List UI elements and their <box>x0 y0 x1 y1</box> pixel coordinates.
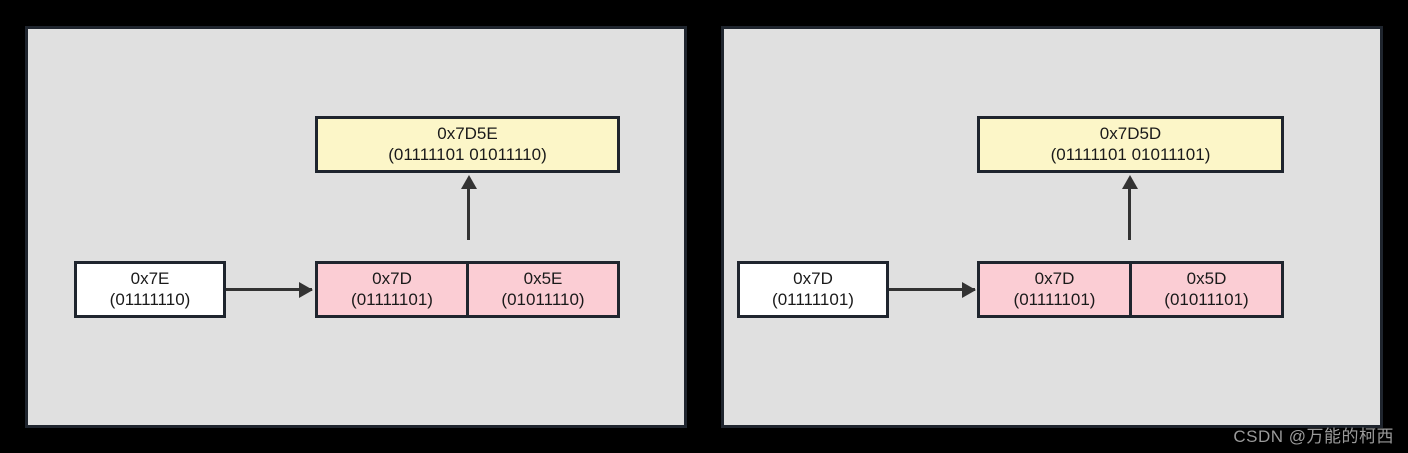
left-source-hex: 0x7E <box>130 269 170 289</box>
right-result-binary: (01111101 01011101) <box>1050 144 1211 164</box>
right-right-arrow-icon <box>889 288 975 291</box>
right-source-binary: (01111101) <box>772 289 854 309</box>
right-source-box: 0x7D (01111101) <box>737 261 889 318</box>
left-byte-low-binary: (01011110) <box>501 289 585 309</box>
left-source-binary: (01111110) <box>109 289 191 309</box>
left-result-hex: 0x7D5E <box>437 124 498 144</box>
watermark: CSDN @万能的柯西 <box>1233 427 1394 446</box>
right-byte-high-binary: (01111101) <box>1013 289 1096 309</box>
left-panel: 0x7D5E (01111101 01011110) 0x7E (0111111… <box>25 26 687 428</box>
right-byte-high-hex: 0x7D <box>1034 269 1075 289</box>
right-byte-low-binary: (01011101) <box>1164 289 1249 309</box>
left-source-box: 0x7E (01111110) <box>74 261 226 318</box>
right-byte-low-hex: 0x5D <box>1186 269 1227 289</box>
left-result-binary: (01111101 01011110) <box>388 144 547 164</box>
left-byte-high-binary: (01111101) <box>351 289 433 309</box>
right-panel: 0x7D5D (01111101 01011101) 0x7D (0111110… <box>721 26 1383 428</box>
right-source-hex: 0x7D <box>793 269 833 289</box>
right-byte-cell-high: 0x7D (01111101) <box>980 264 1129 315</box>
right-byte-cell-low: 0x5D (01011101) <box>1129 264 1281 315</box>
left-up-arrow-icon <box>467 188 470 240</box>
right-result-box: 0x7D5D (01111101 01011101) <box>977 116 1284 173</box>
left-byte-cell-low: 0x5E (01011110) <box>466 264 617 315</box>
right-up-arrow-icon <box>1128 188 1131 240</box>
left-right-arrow-icon <box>226 288 312 291</box>
left-byte-high-hex: 0x7D <box>372 269 412 289</box>
left-byte-cell-high: 0x7D (01111101) <box>318 264 466 315</box>
left-result-box: 0x7D5E (01111101 01011110) <box>315 116 620 173</box>
right-result-hex: 0x7D5D <box>1099 124 1162 144</box>
right-bytes-box: 0x7D (01111101) 0x5D (01011101) <box>977 261 1284 318</box>
left-bytes-box: 0x7D (01111101) 0x5E (01011110) <box>315 261 620 318</box>
left-byte-low-hex: 0x5E <box>523 269 563 289</box>
